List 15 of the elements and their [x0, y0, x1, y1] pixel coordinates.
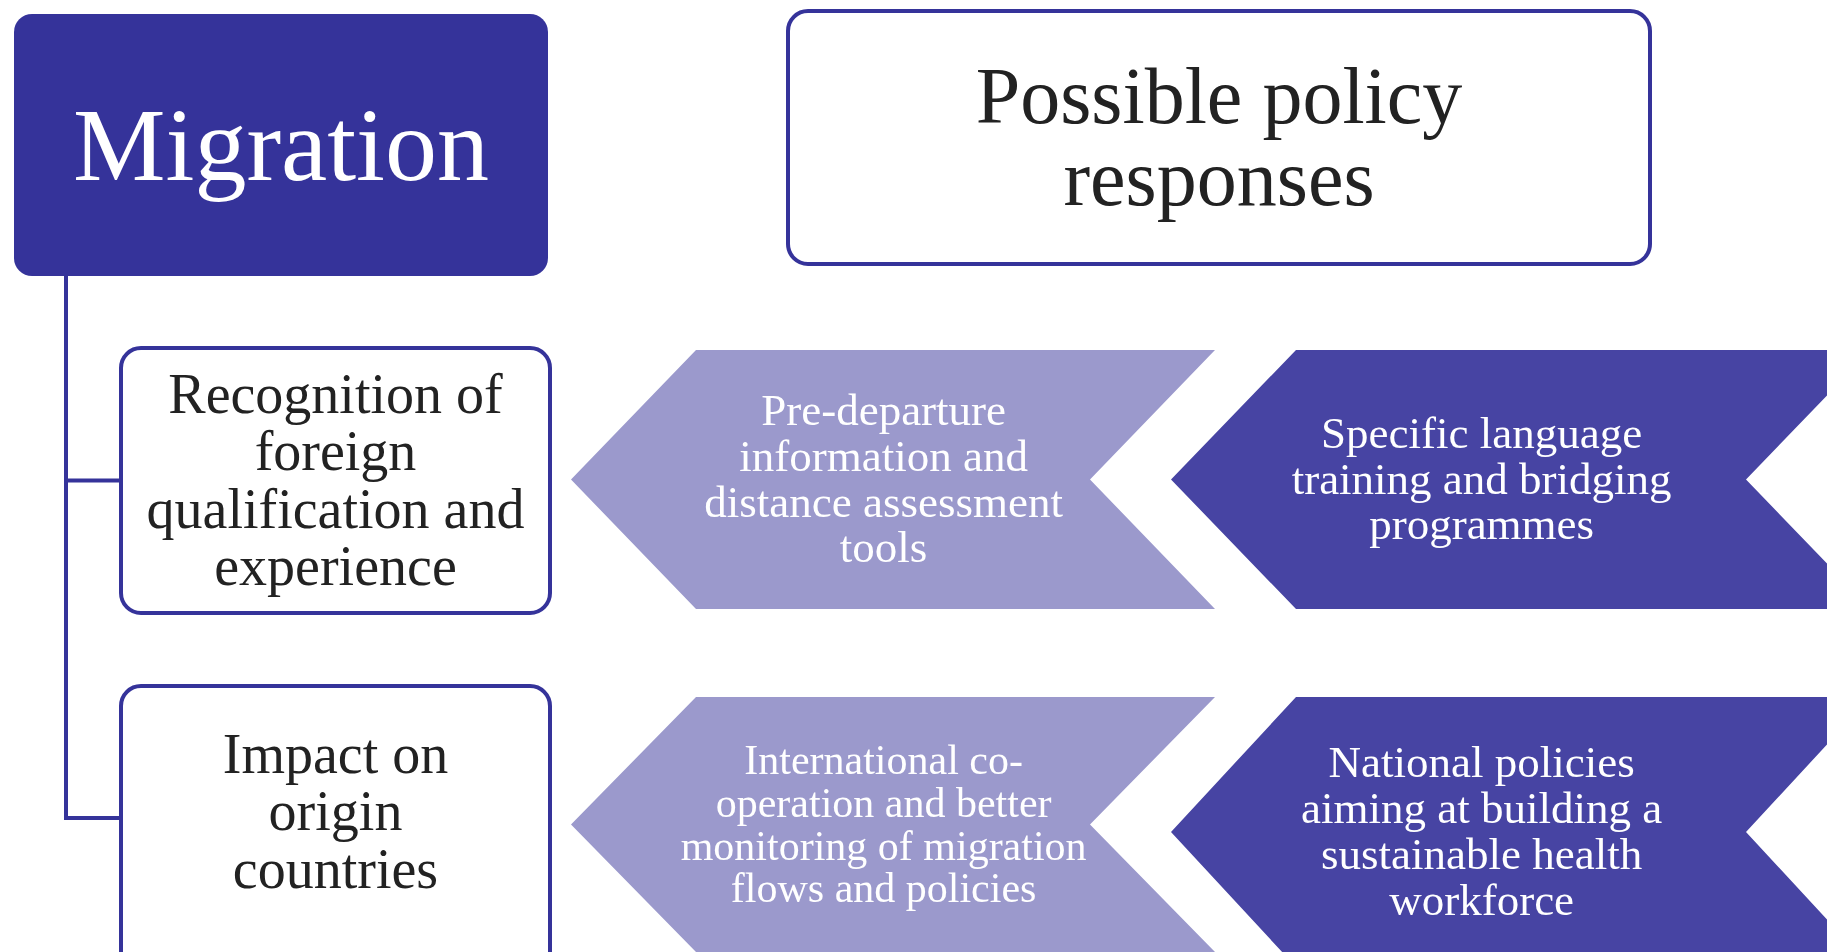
box-text: Possible policy responses — [974, 55, 1464, 220]
topic-box — [119, 684, 552, 952]
title-box — [786, 9, 1652, 266]
chevron-text: Pre-departure information and distance assessment tools — [703, 387, 1064, 572]
topic-box — [119, 346, 552, 615]
chevron-text: National policies aiming at building a sustainable health workforce — [1300, 740, 1664, 924]
chevron-banner — [1171, 350, 1827, 609]
title-box — [14, 14, 548, 276]
chevron-text: International co-operation and better monitoring of migration flows and policies — [679, 738, 1088, 911]
chevron-banner — [571, 697, 1215, 952]
chevron-banner — [571, 350, 1215, 609]
box-text: Impact on origin countries — [221, 726, 450, 898]
box-text: Recognition of foreign qualification and experience — [145, 366, 526, 595]
chevron-text: Specific language training and bridging programmes — [1290, 410, 1673, 549]
chevron-banner — [1171, 697, 1827, 952]
